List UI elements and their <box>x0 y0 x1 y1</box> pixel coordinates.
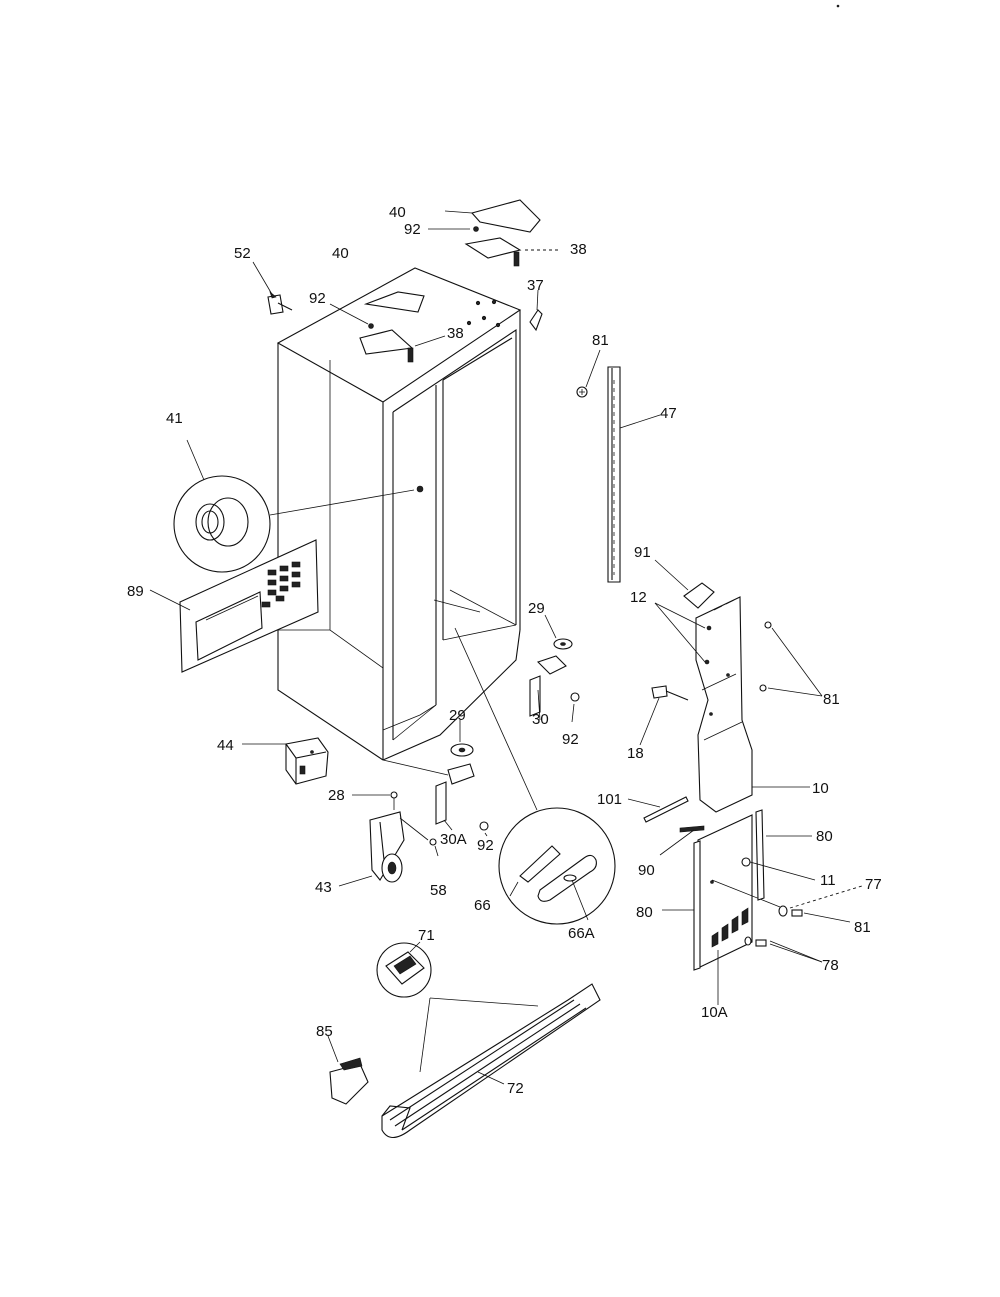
label-72: 72 <box>507 1080 524 1097</box>
part-92-screw-right <box>570 692 580 723</box>
part-90-strip <box>659 825 705 856</box>
part-92-screw-lower <box>479 821 489 837</box>
label-40: 40 <box>389 204 406 221</box>
label-80: 80 <box>816 828 833 845</box>
label-66: 66 <box>474 897 491 914</box>
leaders-66 <box>433 599 538 811</box>
part-77-washer <box>778 885 863 917</box>
label-80: 80 <box>636 904 653 921</box>
part-43-roller-assembly <box>338 811 429 887</box>
label-44: 44 <box>217 737 234 754</box>
part-29-washer-left <box>450 720 474 757</box>
label-66A: 66A <box>568 925 595 942</box>
label-81: 81 <box>823 691 840 708</box>
label-29: 29 <box>528 600 545 617</box>
part-41-detail <box>173 439 415 573</box>
part-38-hinge-right <box>464 237 560 267</box>
cabinet <box>276 267 522 761</box>
part-30a-bracket <box>382 759 475 831</box>
part-12-screws <box>654 602 706 663</box>
label-18: 18 <box>627 745 644 762</box>
part-40-hinge-cover-left <box>363 291 425 313</box>
label-78: 78 <box>822 957 839 974</box>
part-28-screw <box>352 791 398 810</box>
part-80-strip-right <box>755 809 812 901</box>
part-47-rail <box>607 366 661 583</box>
label-43: 43 <box>315 879 332 896</box>
part-92-screw-left <box>329 303 374 329</box>
part-40-hinge-cover-right <box>444 199 541 233</box>
part-38-hinge-left <box>359 329 446 363</box>
label-10A: 10A <box>701 1004 728 1021</box>
part-52-roller-pin <box>252 261 293 315</box>
label-92: 92 <box>309 290 326 307</box>
label-28: 28 <box>328 787 345 804</box>
label-85: 85 <box>316 1023 333 1040</box>
part-10a-lower-plate <box>697 814 781 1005</box>
label-11: 11 <box>820 872 836 889</box>
label-38: 38 <box>570 241 587 258</box>
label-52: 52 <box>234 245 251 262</box>
part-29-washer-right <box>544 614 573 650</box>
part-85-clip <box>327 1035 369 1105</box>
part-72-grille <box>381 983 601 1139</box>
label-29: 29 <box>449 707 466 724</box>
part-78-screws <box>744 936 823 963</box>
part-37-pin <box>529 289 543 332</box>
label-92: 92 <box>477 837 494 854</box>
label-12: 12 <box>630 589 647 606</box>
label-90: 90 <box>638 862 655 879</box>
label-89: 89 <box>127 583 144 600</box>
part-91-clip <box>654 559 715 609</box>
label-91: 91 <box>634 544 651 561</box>
corner-dot <box>836 4 840 8</box>
label-77: 77 <box>865 876 882 893</box>
part-44-box <box>242 737 329 785</box>
part-80-strip-left <box>662 840 701 971</box>
label-38: 38 <box>447 325 464 342</box>
label-71: 71 <box>418 927 435 944</box>
label-30A: 30A <box>440 831 467 848</box>
part-11-leader <box>749 861 816 881</box>
part-81-screws-panel <box>759 621 823 697</box>
part-18-pin <box>639 685 689 746</box>
part-81-screw-lower <box>791 909 851 923</box>
label-92: 92 <box>562 731 579 748</box>
part-89-control-panel <box>149 539 319 673</box>
label-58: 58 <box>430 882 447 899</box>
label-41: 41 <box>166 410 183 427</box>
label-47: 47 <box>660 405 677 422</box>
label-92: 92 <box>404 221 421 238</box>
part-71-detail <box>376 941 432 998</box>
label-37: 37 <box>527 277 544 294</box>
part-81-screw-top <box>576 349 601 398</box>
part-30-bracket <box>529 655 567 721</box>
label-81: 81 <box>592 332 609 349</box>
label-40: 40 <box>332 245 349 262</box>
label-101: 101 <box>597 791 622 808</box>
part-10-back-panel <box>695 596 810 813</box>
label-10: 10 <box>812 780 829 797</box>
label-30: 30 <box>532 711 549 728</box>
part-labels: 40 92 38 52 40 37 92 38 81 41 47 91 89 1… <box>127 204 882 1097</box>
part-101-bar <box>627 796 689 823</box>
part-66-detail <box>498 807 616 925</box>
part-92-screw-top <box>428 226 479 232</box>
label-81: 81 <box>854 919 871 936</box>
part-58-screw <box>429 838 439 857</box>
